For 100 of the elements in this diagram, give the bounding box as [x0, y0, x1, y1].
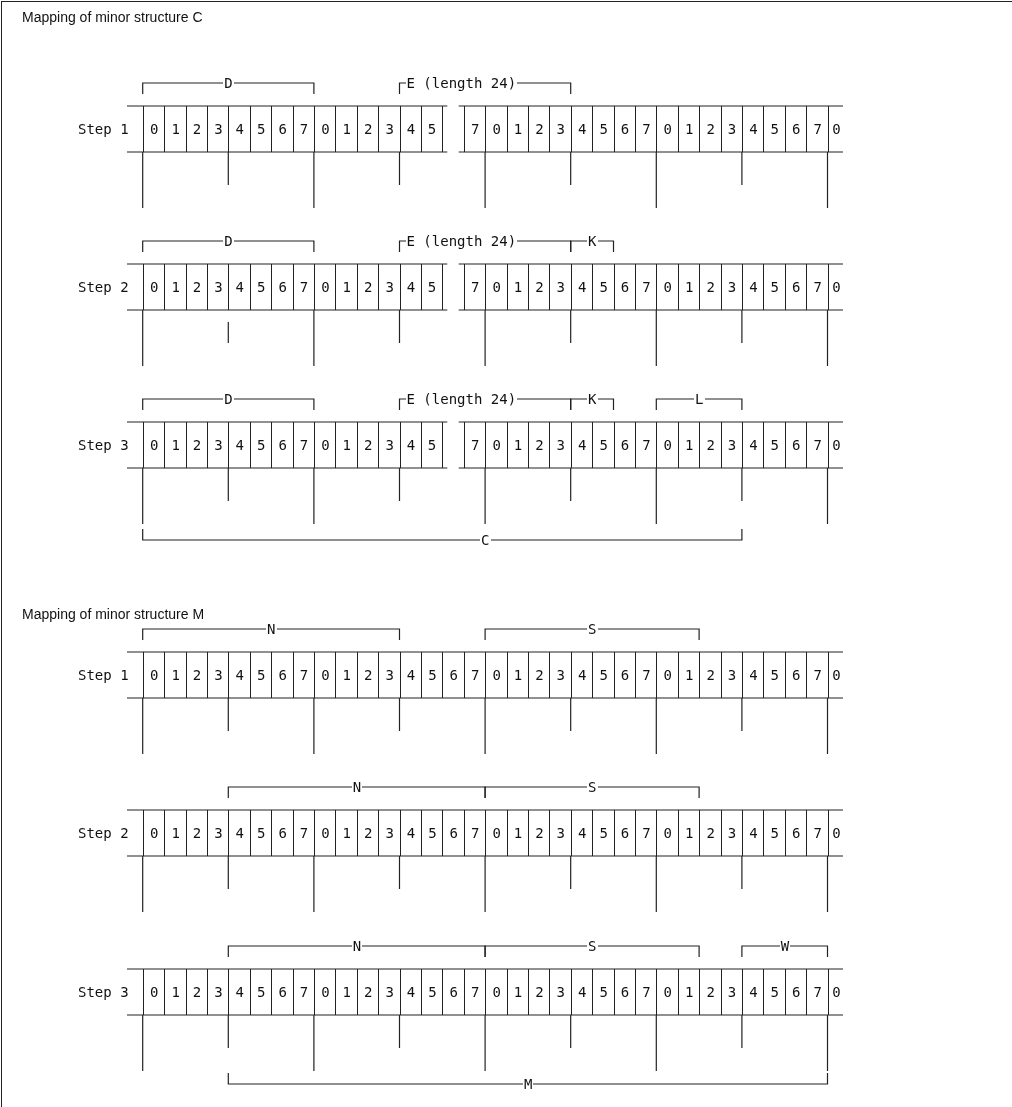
- offset-cell: 1: [335, 264, 358, 310]
- offset-cell: 3: [206, 652, 229, 698]
- offset-cell: 7: [463, 969, 486, 1015]
- offset-cell: 4: [228, 106, 251, 152]
- offset-cell: 5: [763, 810, 786, 856]
- offset-cell: 7: [292, 652, 315, 698]
- offset-cell: 3: [549, 264, 572, 310]
- offset-cell: 3: [206, 106, 229, 152]
- offset-cell: 5: [763, 106, 786, 152]
- offset-cell: 5: [592, 106, 615, 152]
- offset-cell: 1: [335, 969, 358, 1015]
- offset-cell: 6: [442, 652, 465, 698]
- bracket-label: N: [351, 938, 363, 954]
- offset-cell: 0: [142, 652, 165, 698]
- offset-cell: 1: [164, 652, 187, 698]
- offset-cell: 0: [827, 652, 845, 698]
- bracket-label: S: [587, 938, 598, 954]
- offset-cell: 0: [656, 652, 679, 698]
- offset-cell: 4: [399, 264, 422, 310]
- offset-cell: 0: [656, 264, 679, 310]
- bracket-label: N: [266, 621, 277, 637]
- offset-cell: 2: [699, 422, 722, 468]
- offset-cell: 2: [356, 969, 379, 1015]
- offset-cell: 1: [335, 652, 358, 698]
- offset-cell: 5: [592, 810, 615, 856]
- step-label: Step 1: [78, 121, 129, 137]
- offset-cell: 4: [741, 969, 764, 1015]
- offset-cell: 5: [592, 652, 615, 698]
- offset-cell: 6: [271, 422, 294, 468]
- offset-cell: 6: [271, 106, 294, 152]
- offset-cell: 4: [570, 810, 593, 856]
- offset-cell: 0: [827, 264, 845, 310]
- offset-cell: 3: [206, 422, 229, 468]
- offset-cell: 0: [485, 969, 508, 1015]
- offset-cell: 0: [485, 810, 508, 856]
- offset-cell: 3: [549, 810, 572, 856]
- offset-cell: 3: [378, 422, 401, 468]
- offset-cell: 2: [527, 264, 550, 310]
- offset-cell: 0: [656, 422, 679, 468]
- offset-cell: 1: [335, 106, 358, 152]
- offset-cell: 0: [827, 969, 845, 1015]
- offset-cell: 6: [613, 264, 636, 310]
- section-title: Mapping of minor structure M: [22, 606, 205, 622]
- offset-cell: 3: [206, 264, 229, 310]
- offset-cell: 1: [677, 106, 700, 152]
- bracket-label: D: [223, 75, 234, 91]
- offset-cell: 1: [506, 652, 529, 698]
- offset-cell: 7: [292, 422, 315, 468]
- offset-cell: 7: [292, 264, 315, 310]
- offset-cell: 1: [164, 422, 187, 468]
- offset-cell: 6: [613, 969, 636, 1015]
- offset-cell: 3: [549, 969, 572, 1015]
- offset-cell: 6: [784, 652, 807, 698]
- offset-cell: 1: [677, 652, 700, 698]
- offset-cell: 7: [292, 106, 315, 152]
- offset-cell: 2: [699, 810, 722, 856]
- bracket-label: S: [587, 621, 598, 637]
- offset-cell: 4: [741, 810, 764, 856]
- offset-cell: 2: [185, 810, 208, 856]
- step-label: Step 1: [78, 667, 129, 683]
- section-title: Mapping of minor structure C: [22, 9, 203, 25]
- offset-cell: 0: [142, 969, 165, 1015]
- offset-cell: 6: [784, 810, 807, 856]
- offset-cell: 0: [142, 810, 165, 856]
- offset-cell: 0: [313, 422, 336, 468]
- offset-cell: 3: [720, 106, 743, 152]
- offset-cell: 5: [249, 652, 272, 698]
- offset-cell: 2: [356, 810, 379, 856]
- offset-cell: 3: [549, 652, 572, 698]
- offset-cell: 4: [228, 652, 251, 698]
- offset-cell: 6: [442, 810, 465, 856]
- offset-cell: 3: [378, 264, 401, 310]
- offset-cell: 5: [420, 810, 443, 856]
- offset-cell: 1: [677, 422, 700, 468]
- offset-cell: 6: [271, 652, 294, 698]
- offset-cell: 3: [720, 969, 743, 1015]
- offset-cell: 2: [356, 652, 379, 698]
- offset-cell: 7: [292, 969, 315, 1015]
- offset-cell: 6: [784, 264, 807, 310]
- offset-cell: 4: [228, 264, 251, 310]
- offset-cell: 4: [741, 106, 764, 152]
- offset-cell: 7: [634, 264, 657, 310]
- offset-cell: 5: [420, 264, 443, 310]
- offset-cell: 7: [634, 969, 657, 1015]
- offset-cell: 5: [763, 422, 786, 468]
- offset-cell: 7: [463, 810, 486, 856]
- offset-cell: 0: [313, 264, 336, 310]
- offset-cell: 6: [613, 422, 636, 468]
- offset-cell: 0: [827, 810, 845, 856]
- offset-cell: 3: [378, 969, 401, 1015]
- offset-cell: 2: [185, 422, 208, 468]
- offset-cell: 6: [271, 810, 294, 856]
- offset-cell: 7: [634, 810, 657, 856]
- offset-cell: 7: [806, 422, 829, 468]
- offset-cell: 7: [634, 422, 657, 468]
- offset-cell: 1: [677, 264, 700, 310]
- offset-cell: 6: [784, 106, 807, 152]
- offset-cell: 4: [228, 810, 251, 856]
- offset-cell: 5: [249, 106, 272, 152]
- offset-cell: 7: [806, 106, 829, 152]
